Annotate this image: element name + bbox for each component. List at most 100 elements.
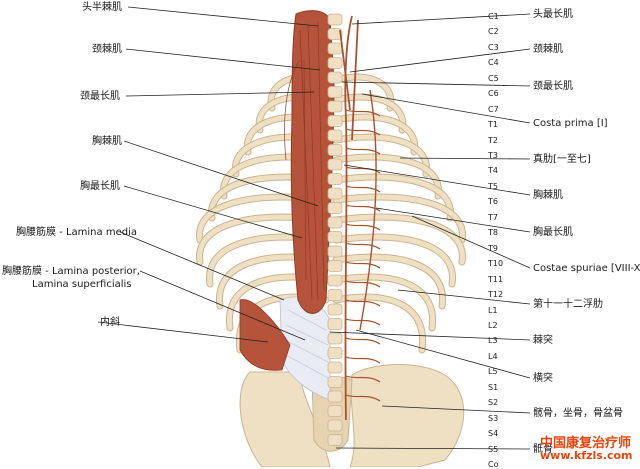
vertebra-label: T8 xyxy=(488,228,498,238)
rib-right-fill xyxy=(333,274,436,331)
artery-branch xyxy=(345,261,381,269)
label-spinalis-thoracis-left: 胸棘肌 xyxy=(92,136,122,147)
artery-branch xyxy=(345,242,381,250)
vertebra xyxy=(327,202,343,214)
label-longissimus-cervicis-left: 颈最长肌 xyxy=(80,91,120,102)
vertebra xyxy=(327,376,343,388)
rib-right-fill xyxy=(333,174,453,221)
vertebra xyxy=(327,361,343,374)
vertebra-label: T9 xyxy=(488,243,498,253)
leader-line xyxy=(361,93,531,124)
vertebra xyxy=(327,347,343,359)
label-longissimus-capitis: 头最长肌 xyxy=(533,9,573,20)
label-spinous-process: 棘突 xyxy=(533,335,553,346)
vertebra-label: T11 xyxy=(488,274,504,284)
vertebra-label: T7 xyxy=(488,212,498,222)
label-fascia-posterior: 胸腰筋膜 - Lamina posterior, xyxy=(2,266,140,277)
vertebra-label: C1 xyxy=(488,12,499,21)
leader-line xyxy=(351,13,531,25)
vertebra xyxy=(327,245,343,258)
leader-line xyxy=(381,405,531,414)
rib-right-fill xyxy=(333,194,465,243)
vertebra-label: S1 xyxy=(488,382,499,392)
vertebra-label: T1 xyxy=(488,120,498,130)
leader-line xyxy=(329,331,531,341)
vertebra xyxy=(327,144,343,156)
label-transverse-process: 横突 xyxy=(533,373,553,384)
vertebra xyxy=(327,332,343,345)
leader-line xyxy=(123,185,303,239)
artery-branch xyxy=(345,109,381,117)
vertebra xyxy=(327,231,343,243)
label-spinalis-thoracis-right: 胸棘肌 xyxy=(533,190,563,201)
artery-branch xyxy=(345,318,381,326)
artery-branch xyxy=(345,147,381,155)
artery-branch xyxy=(351,19,359,141)
label-hip-bones: 髋骨，坐骨，骨盆骨 xyxy=(533,408,623,419)
leader-line xyxy=(399,157,531,160)
vertebra xyxy=(327,129,343,142)
vertebra-label: C2 xyxy=(488,27,499,37)
vertebra xyxy=(327,303,343,316)
leader-line xyxy=(349,48,531,73)
artery-main xyxy=(344,15,353,421)
leader-line xyxy=(125,91,315,97)
pelvis xyxy=(239,364,465,467)
vertebra-label: L4 xyxy=(488,351,498,361)
vertebra-label: S2 xyxy=(488,398,499,408)
vertebra xyxy=(327,274,343,287)
vertebra xyxy=(327,405,343,417)
longissimus-outline xyxy=(359,89,377,331)
vertebra xyxy=(327,57,343,69)
erector-spinae-muscles xyxy=(284,10,335,314)
vertebra-label: T10 xyxy=(488,259,504,269)
vertebra xyxy=(327,260,343,272)
leader-line xyxy=(375,207,531,233)
vertebra xyxy=(327,216,343,229)
vertebra xyxy=(327,318,343,330)
vertebra xyxy=(327,390,343,403)
vertebra xyxy=(327,100,343,113)
vertebra-label: T4 xyxy=(488,166,498,176)
watermark-url: www.kfzls.com xyxy=(540,449,633,462)
rib-right-fill xyxy=(333,214,465,265)
vertebra xyxy=(327,13,343,26)
internal-oblique-muscle xyxy=(239,299,291,371)
vertebra xyxy=(327,28,343,40)
label-floating-ribs: 第十一十二浮肋 xyxy=(533,299,603,310)
artery-branch xyxy=(345,128,381,136)
vertebra-label: T6 xyxy=(488,197,498,207)
vertebra-label: T12 xyxy=(488,290,504,300)
vertebra xyxy=(327,187,343,200)
vertebra xyxy=(327,115,343,127)
label-fascia-media: 胸腰筋膜 - Lamina media xyxy=(16,227,137,238)
label-spinalis-cervicis-right: 颈棘肌 xyxy=(533,44,563,55)
artery-branch xyxy=(339,29,351,111)
vertebra-label: L2 xyxy=(488,320,498,330)
leader-line xyxy=(355,329,531,379)
vertebra xyxy=(327,289,343,301)
rib-right-fill xyxy=(333,294,426,353)
vertebra-label: L3 xyxy=(488,336,498,346)
artery-branch xyxy=(345,166,381,174)
label-coccyx: 骶骨 xyxy=(533,444,553,455)
label-true-ribs: 真肋[一至七] xyxy=(533,154,591,165)
vertebra xyxy=(327,173,343,185)
vertebra-label: S3 xyxy=(488,413,499,423)
label-internal-oblique: 内斜 xyxy=(100,317,120,328)
label-longissimus-thoracis-right: 胸最长肌 xyxy=(533,227,573,238)
label-longissimus-cervicis-right: 颈最长肌 xyxy=(533,81,573,92)
leader-line xyxy=(335,447,531,450)
vertebral-column xyxy=(327,13,343,446)
vertebra-label: C7 xyxy=(488,104,499,114)
vertebra xyxy=(327,434,343,446)
leader-line xyxy=(341,81,531,87)
vertebra xyxy=(327,42,343,55)
label-costa-prima: Costa prima [I] xyxy=(533,118,608,129)
label-semispinalis-capitis: 头半棘肌 xyxy=(82,2,122,13)
artery-branch xyxy=(345,337,381,345)
vertebra-label: C4 xyxy=(488,58,499,68)
label-fascia-superficialis: Lamina superficialis xyxy=(32,279,132,290)
leader-line xyxy=(139,270,306,341)
